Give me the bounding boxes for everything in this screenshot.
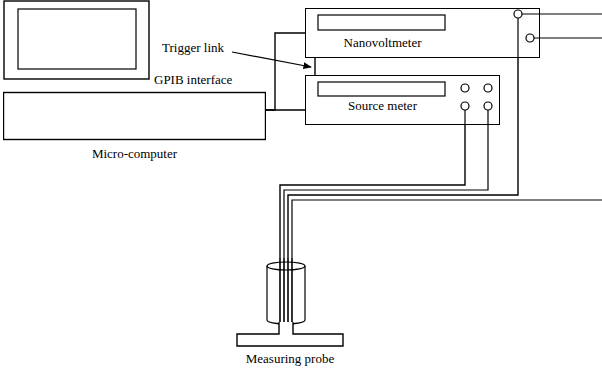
probe-tube-top [267,262,305,270]
display-window [318,82,445,96]
terminal [461,84,469,92]
link-label: Trigger link [160,40,226,55]
node-label: Measuring probe [225,351,355,367]
probe-tube [267,266,305,324]
measuring-probe: Measuring probe [225,258,355,370]
terminal [484,102,492,110]
terminal [461,102,469,110]
cable [288,58,518,258]
node-label: Source meter [319,98,446,114]
wire [517,18,518,58]
interface-label: GPIB interface [152,72,234,87]
wire [522,13,602,14]
probe-wire [287,258,289,322]
node-label: Nanovoltmeter [319,35,446,51]
screen [18,9,136,69]
wire [284,110,488,258]
wire [292,200,602,258]
monitor [4,1,149,79]
cable [266,33,305,110]
instrument-box: Nanovoltmeter [305,8,540,58]
probe-wire [279,258,281,322]
terminal [484,84,492,92]
display-window [318,15,445,30]
wire [464,110,465,125]
terminal [514,10,522,18]
leader-arrow [232,52,311,67]
instrument-box: Source meter [305,75,500,125]
cable [280,125,465,258]
node-label: Micro-computer [3,146,266,162]
terminal [526,34,534,42]
computer-base [4,93,266,140]
wire [534,37,602,38]
cable [314,58,315,75]
probe-wire [291,258,293,322]
probe-wire [283,258,285,322]
probe-plate [237,322,343,346]
